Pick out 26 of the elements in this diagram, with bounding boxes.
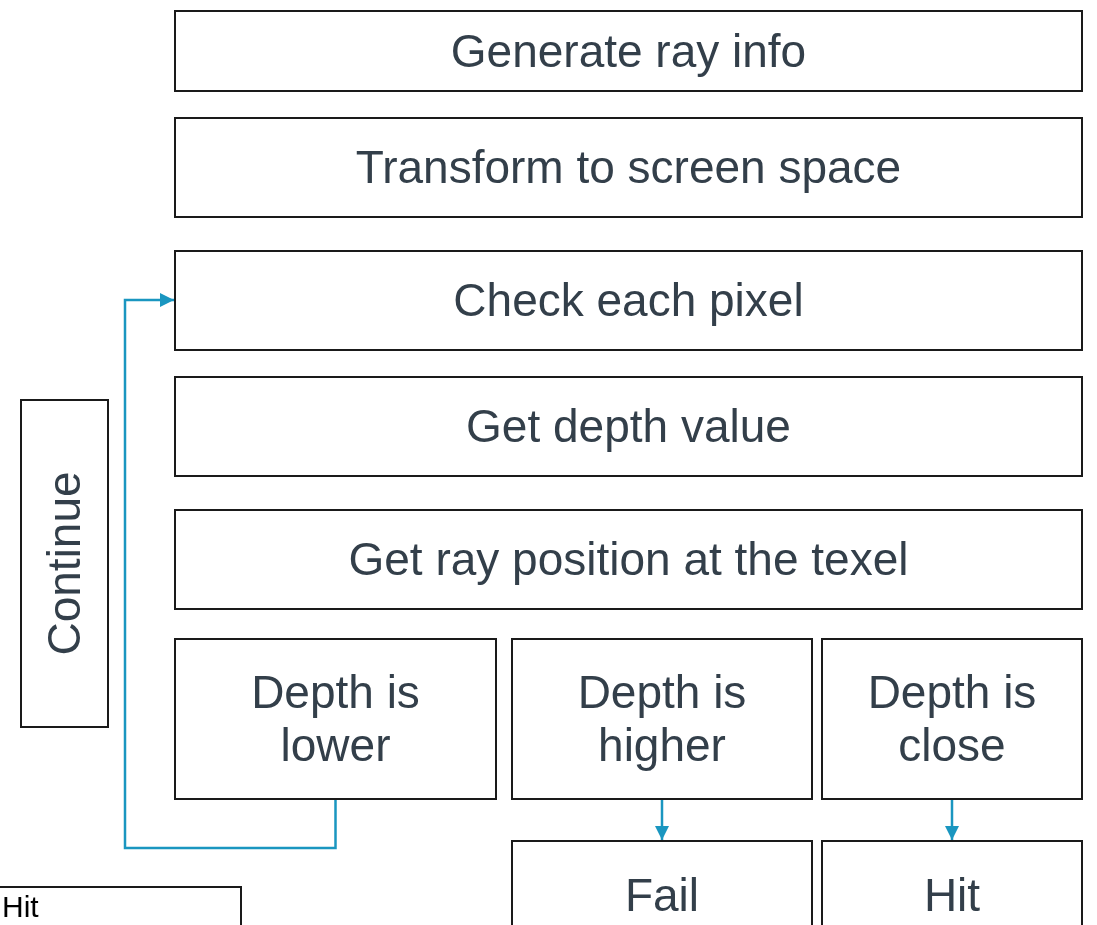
arrow [123, 293, 337, 850]
process-box [174, 250, 1083, 351]
box-label: Depth is close [866, 666, 1038, 772]
box-label: Hit [1, 889, 39, 922]
box-label: Depth is lower [250, 666, 421, 772]
box-label: Transform to screen space [354, 141, 903, 194]
arrow [655, 800, 669, 840]
process-box [174, 10, 1083, 92]
box-label: Depth is higher [576, 666, 748, 772]
process-box [511, 638, 813, 800]
box-label: Get ray position at the texel [347, 533, 910, 586]
box-label: Check each pixel [452, 274, 805, 327]
process-box [174, 117, 1083, 218]
box-label: Get depth value [465, 400, 792, 453]
box-label: Hit [922, 868, 982, 922]
process-box [174, 509, 1083, 610]
arrow [945, 800, 959, 840]
process-box [511, 840, 813, 925]
process-box [174, 638, 497, 800]
box-label: Generate ray info [449, 24, 808, 78]
process-box [20, 399, 109, 728]
process-box [821, 840, 1083, 925]
box-label: Continue [38, 470, 91, 658]
process-box [821, 638, 1083, 800]
box-label: Fail [623, 868, 701, 922]
process-box [174, 376, 1083, 477]
